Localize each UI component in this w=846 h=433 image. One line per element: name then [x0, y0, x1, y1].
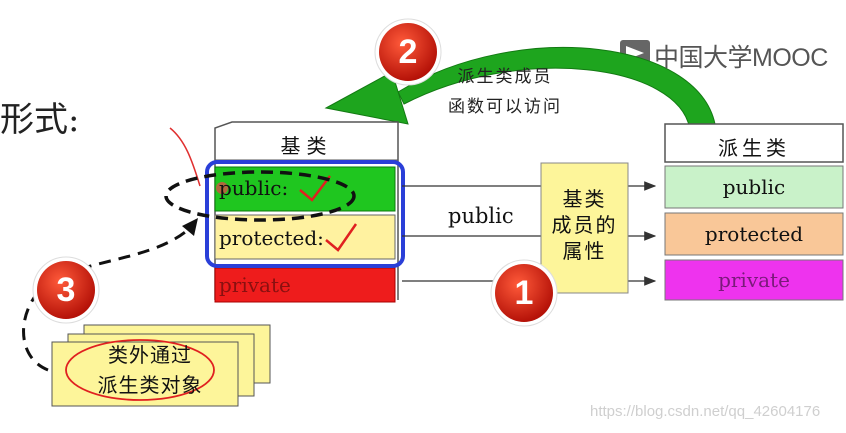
- base-class-title: 基类: [280, 134, 333, 158]
- base-public-label: public:: [219, 176, 289, 200]
- caption-line-2: 函数可以访问: [448, 97, 562, 117]
- step-badge-1: [490, 259, 558, 327]
- base-private-label: private: [219, 273, 291, 297]
- accessible-members-highlight: [205, 160, 405, 268]
- red-pointer-dot: [216, 182, 228, 194]
- watermark: https://blog.csdn.net/qq_42604176: [590, 403, 821, 420]
- member-attributes-box: [540, 162, 629, 294]
- base-protected-row: [214, 214, 396, 260]
- access-arrow-head: [324, 71, 409, 125]
- derived-protected-row: [664, 212, 844, 256]
- derived-public-label: public: [722, 175, 786, 199]
- note-line-2: 派生类对象: [97, 373, 203, 397]
- attributes-line-3: 属性: [562, 239, 607, 263]
- outside-access-arrow-head: [182, 218, 198, 236]
- note-red-circle: [65, 339, 215, 401]
- base-protected-label: protected:: [219, 226, 324, 250]
- note-line-1: 类外通过: [108, 343, 192, 367]
- check-mark-icon: [299, 175, 331, 202]
- derived-class-title: 派生类: [718, 136, 790, 160]
- derived-protected-label: protected: [704, 222, 804, 246]
- step-number-3: 3: [56, 271, 76, 309]
- inheritance-mode-label: public: [448, 204, 514, 228]
- derived-class-title-box: [664, 123, 844, 163]
- check-mark-icon: [325, 223, 358, 252]
- caption-line-1: 派生类成员: [457, 67, 553, 87]
- base-private-row: [214, 267, 396, 303]
- red-pointer-stroke: [169, 127, 201, 187]
- attributes-line-2: 成员的: [551, 213, 618, 237]
- note-card-front: [51, 341, 239, 407]
- access-caption: 派生类成员 函数可以访问: [448, 62, 562, 122]
- outside-access-ellipse: [164, 170, 356, 222]
- step-badge-3: [32, 256, 100, 324]
- step-number-1: 1: [514, 274, 534, 312]
- page-title: 形式:: [0, 100, 80, 140]
- outside-access-note: 类外通过 派生类对象: [60, 340, 240, 400]
- derived-private-row: [664, 259, 844, 301]
- step-badge-2: [374, 18, 442, 86]
- derived-public-row: [664, 165, 844, 209]
- mooc-logo-text: 中国大学MOOC: [654, 44, 828, 72]
- member-attributes-text: 基类 成员的 属性: [541, 186, 628, 264]
- attributes-line-1: 基类: [562, 187, 607, 211]
- derived-private-label: private: [718, 268, 790, 292]
- step-number-2: 2: [398, 33, 418, 71]
